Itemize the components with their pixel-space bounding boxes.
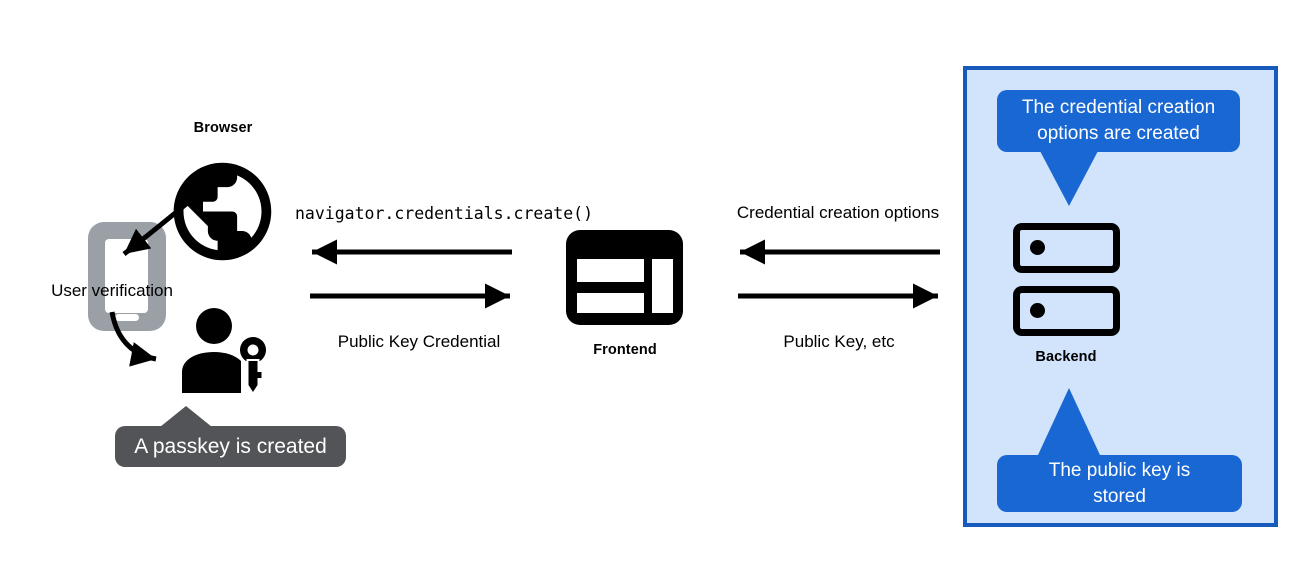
public-key-stored-callout: The public key is stored — [997, 455, 1242, 512]
passkey-callout-tail — [160, 406, 212, 427]
browser-window-pane — [577, 259, 644, 282]
globe-icon — [173, 162, 272, 261]
person-with-key-icon — [182, 308, 268, 396]
public-key-credential-label: Public Key Credential — [337, 332, 501, 351]
passkey-created-callout: A passkey is created — [115, 426, 346, 467]
browser-label: Browser — [193, 120, 253, 136]
user-verification-label: User verification — [51, 281, 173, 300]
options-created-callout: The credential creation options are crea… — [997, 90, 1240, 152]
stored-callout-tail — [1038, 388, 1100, 455]
passkey-created-text: A passkey is created — [134, 434, 327, 458]
browser-window-pane — [577, 293, 644, 313]
public-key-etc-label: Public Key, etc — [783, 332, 895, 351]
phone-icon — [88, 222, 166, 331]
server-icon — [1013, 223, 1120, 273]
server-led-dot — [1030, 303, 1045, 318]
browser-window-icon — [566, 230, 683, 325]
credential-creation-options-label: Credential creation options — [736, 203, 940, 222]
options-callout-tail — [1040, 151, 1098, 206]
phone-screen — [105, 239, 148, 313]
browser-window-pane — [652, 259, 673, 313]
frontend-label: Frontend — [593, 342, 657, 358]
create-call-label: navigator.credentials.create() — [294, 204, 594, 223]
phone-homebar — [115, 314, 139, 321]
server-icon — [1013, 286, 1120, 336]
backend-label: Backend — [1035, 349, 1097, 365]
public-key-stored-text: The public key is stored — [1048, 459, 1191, 507]
options-created-text: The credential creation options are crea… — [1021, 97, 1216, 144]
server-led-dot — [1030, 240, 1045, 255]
